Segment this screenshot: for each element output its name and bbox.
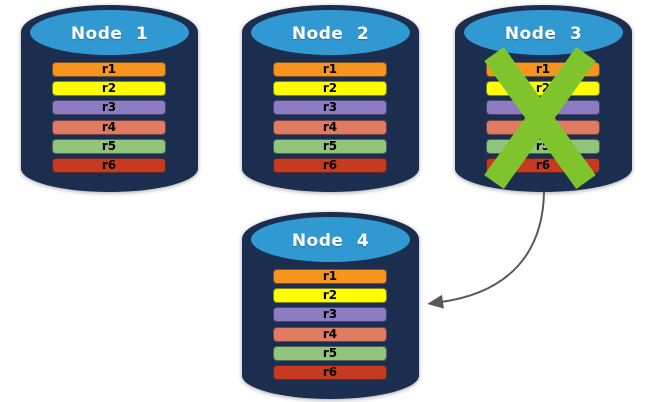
record-stack: r1 r2 r3 r4 r5 r6 (52, 62, 166, 173)
row-r2: r2 (52, 81, 166, 97)
record-stack: r1 r2 r3 r4 r5 r6 (273, 62, 387, 173)
cylinder-top-face (251, 217, 410, 262)
row-r1: r1 (52, 62, 166, 77)
cylinder-top-face (464, 10, 623, 55)
row-r6: r6 (52, 157, 166, 173)
node-3: Node 3 r1 r2 r3 r4 r5 r6 (455, 5, 632, 192)
row-r4: r4 (52, 119, 166, 135)
node-title: Node 4 (291, 231, 370, 251)
row-r6: r6 (273, 364, 387, 380)
cylinder-top-face (251, 10, 410, 55)
row-r5: r5 (273, 138, 387, 154)
row-r3: r3 (273, 100, 387, 116)
node-title: Node 2 (291, 24, 370, 44)
node-1: Node 1 r1 r2 r3 r4 r5 r6 (21, 5, 198, 192)
node-title: Node 1 (70, 24, 149, 44)
row-r1: r1 (273, 269, 387, 284)
row-r5: r5 (52, 138, 166, 154)
record-stack: r1 r2 r3 r4 r5 r6 (273, 269, 387, 380)
row-r4: r4 (273, 326, 387, 342)
node-2: Node 2 r1 r2 r3 r4 r5 r6 (242, 5, 419, 192)
row-r5: r5 (273, 345, 387, 361)
node-4: Node 4 r1 r2 r3 r4 r5 r6 (242, 212, 419, 399)
row-r1: r1 (273, 62, 387, 77)
row-r2: r2 (273, 81, 387, 97)
row-r3: r3 (52, 100, 166, 116)
row-r6: r6 (273, 157, 387, 173)
cylinder-top-face (30, 10, 189, 55)
row-r4: r4 (273, 119, 387, 135)
row-r3: r3 (273, 307, 387, 323)
failure-x-icon (484, 46, 596, 190)
row-r2: r2 (273, 288, 387, 304)
node-title: Node 3 (504, 24, 583, 44)
